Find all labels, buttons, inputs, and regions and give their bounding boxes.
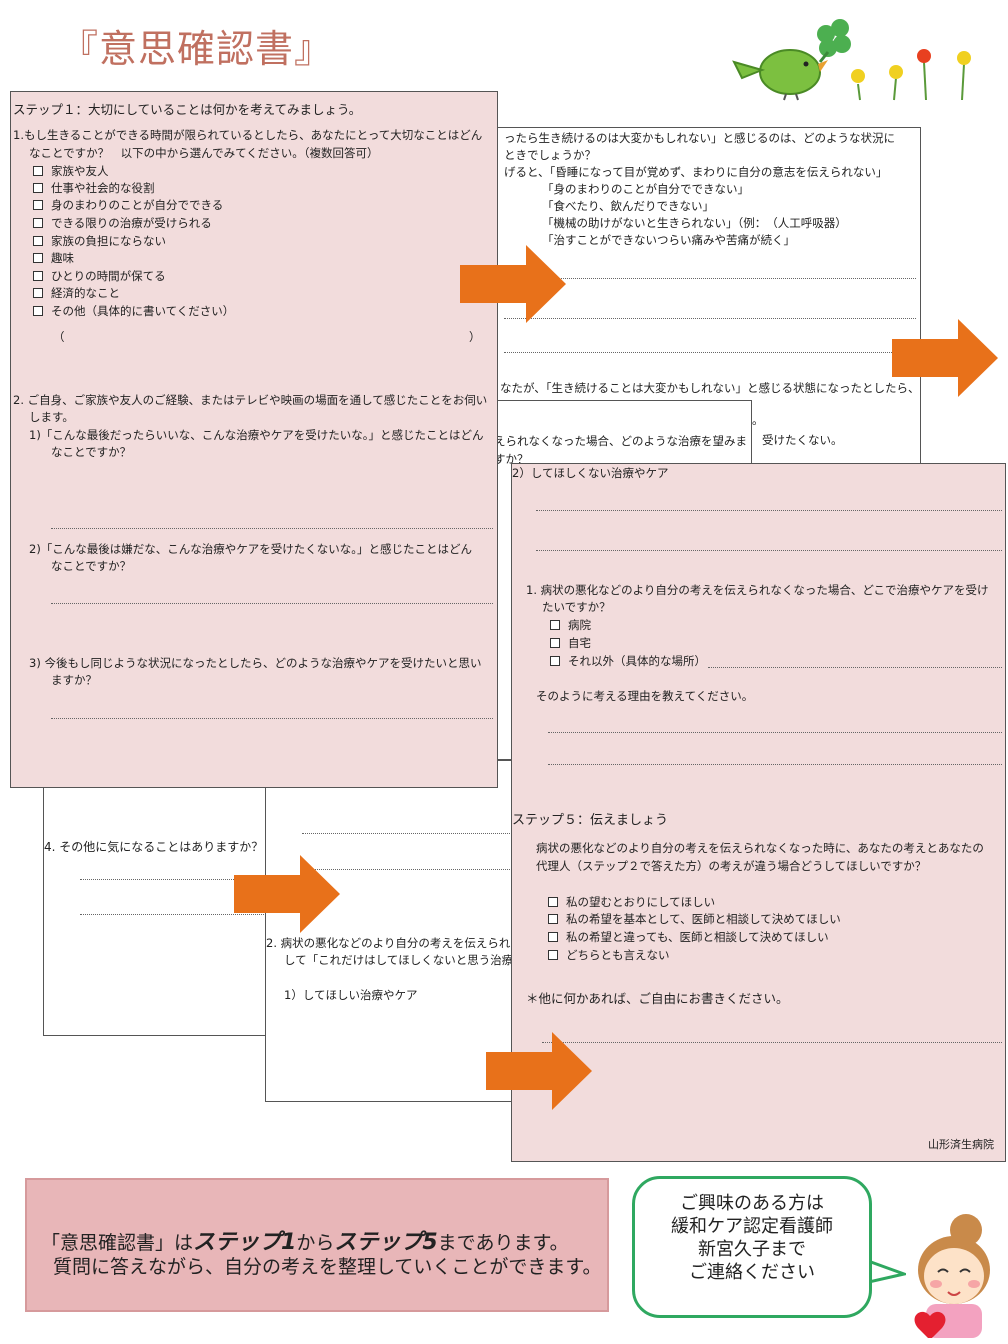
- checkbox[interactable]: [33, 218, 43, 228]
- page-title: 『意思確認書』: [60, 27, 334, 71]
- place-item[interactable]: 病院: [550, 617, 591, 634]
- q4-text: 4. その他に気になることはありますか？: [44, 840, 264, 854]
- step5-heading: ステップ５：伝えましょう: [512, 813, 669, 828]
- checkbox[interactable]: [33, 166, 43, 176]
- choice-item[interactable]: 私の望むとおりにしてほしい: [548, 894, 715, 911]
- flower-icon: [851, 49, 971, 101]
- info-line-1: 「意思確認書」はステップ1からステップ5まであります。: [41, 1230, 569, 1255]
- option-item[interactable]: 仕事や社会的な役割: [33, 180, 155, 197]
- sheet-step5: 2）してほしくない治療やケア 1. 病状の悪化などのより自分の考えを伝えられなく…: [511, 463, 1006, 1162]
- place-item[interactable]: 自宅: [550, 635, 591, 652]
- option-item[interactable]: その他（具体的に書いてください）: [33, 303, 234, 320]
- info-box: 「意思確認書」はステップ1からステップ5まであります。 質問に答えながら、自分の…: [25, 1178, 609, 1312]
- option-item[interactable]: 経済的なこと: [33, 285, 120, 302]
- checkbox[interactable]: [548, 932, 558, 942]
- option-item[interactable]: 家族の負担にならない: [33, 233, 166, 250]
- checkbox[interactable]: [33, 271, 43, 281]
- info-line-2: 質問に答えながら、自分の考えを整理していくことができます。: [53, 1256, 602, 1278]
- option-item[interactable]: できる限りの治療が受けられる: [33, 215, 212, 232]
- choice-item[interactable]: どちらとも言えない: [548, 947, 670, 964]
- checkbox[interactable]: [33, 200, 43, 210]
- checkbox[interactable]: [33, 253, 43, 263]
- checkbox[interactable]: [33, 236, 43, 246]
- clover-icon: [817, 19, 851, 63]
- arrow-right-icon: [486, 1032, 592, 1110]
- choice-item[interactable]: 私の希望を基本として、医師と相談して決めてほしい: [548, 911, 841, 928]
- choice-item[interactable]: 私の希望と違っても、医師と相談して決めてほしい: [548, 929, 829, 946]
- arrow-right-icon: [460, 245, 566, 323]
- option-item[interactable]: 身のまわりのことが自分でできる: [33, 197, 223, 214]
- checkbox[interactable]: [548, 950, 558, 960]
- checkbox[interactable]: [33, 288, 43, 298]
- nurse-icon: [914, 1214, 990, 1338]
- checkbox[interactable]: [548, 914, 558, 924]
- option-item[interactable]: 家族や友人: [33, 163, 109, 180]
- checkbox[interactable]: [548, 897, 558, 907]
- checkbox[interactable]: [550, 638, 560, 648]
- contact-bubble: ご興味のある方は 緩和ケア認定看護師 新宮久子まで ご連絡ください: [632, 1176, 872, 1318]
- place-item[interactable]: それ以外（具体的な場所）: [550, 653, 706, 670]
- sheet-step1: ステップ１：大切にしていることは何かを考えてみましょう。 1.もし生きることがで…: [10, 91, 498, 788]
- sheet-step4: 2. 病状の悪化などのより自分の考えを伝えられ して「これだけはしてほしくないと…: [265, 760, 515, 1102]
- hospital-name: 山形済生病院: [928, 1138, 994, 1151]
- option-item[interactable]: 趣味: [33, 250, 74, 267]
- checkbox[interactable]: [550, 620, 560, 630]
- step1-heading: ステップ１：大切にしていることは何かを考えてみましょう。: [13, 102, 362, 117]
- arrow-right-icon: [234, 855, 340, 933]
- option-item[interactable]: ひとりの時間が保てる: [33, 268, 166, 285]
- checkbox[interactable]: [33, 306, 43, 316]
- bird-icon: [732, 19, 971, 101]
- arrow-right-icon: [892, 319, 998, 397]
- checkbox[interactable]: [550, 656, 560, 666]
- checkbox[interactable]: [33, 183, 43, 193]
- heart-icon: [914, 1311, 946, 1338]
